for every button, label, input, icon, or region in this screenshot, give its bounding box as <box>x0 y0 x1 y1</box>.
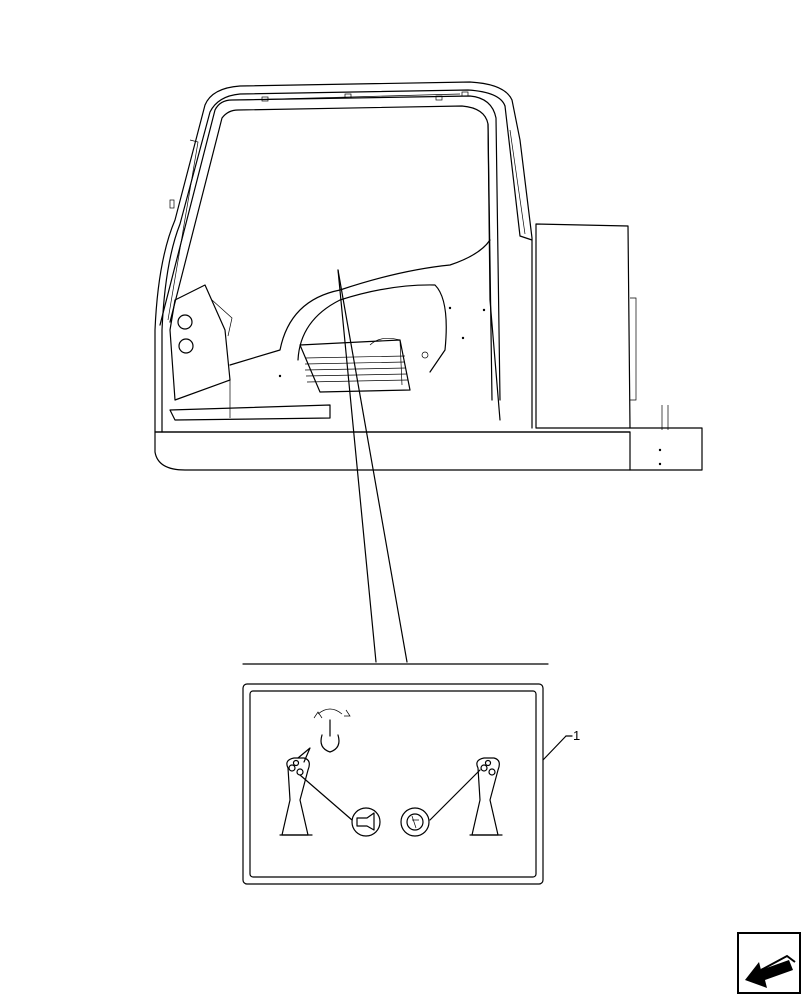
callout-number: 1 <box>573 728 580 743</box>
previous-page-arrow-icon <box>745 954 796 988</box>
joystick-control-decal-icon <box>242 683 544 885</box>
previous-page-button[interactable] <box>737 932 801 994</box>
detail-leader-lines <box>242 269 549 665</box>
callout-1: 1 <box>542 728 580 761</box>
excavator-cab-icon <box>154 81 703 471</box>
